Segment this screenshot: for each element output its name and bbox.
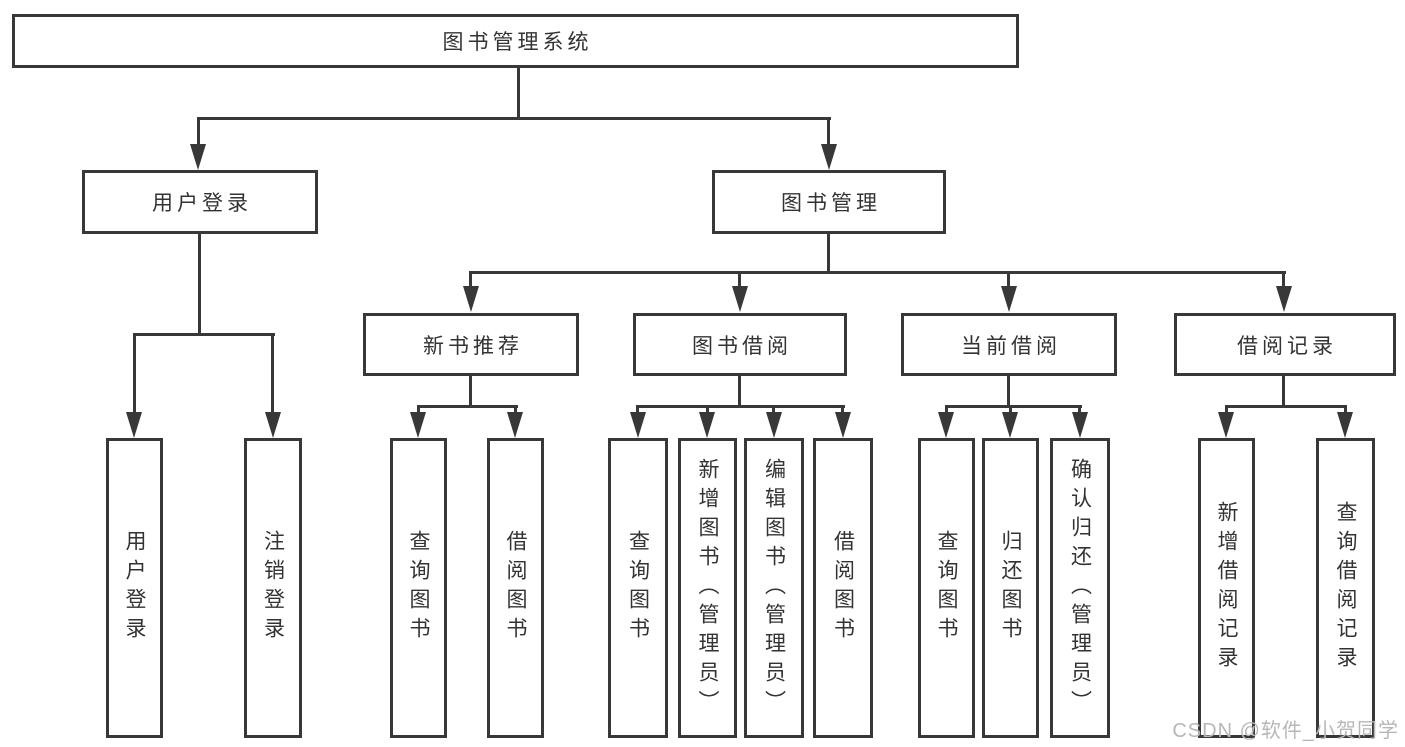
leaf-logout: 注销登录 <box>244 438 302 738</box>
connector-line <box>1007 273 1010 287</box>
node-label: 图书借阅 <box>692 334 792 358</box>
connector-line <box>271 335 274 413</box>
connector-line <box>841 407 844 413</box>
node-current-borrowing: 当前借阅 <box>901 313 1117 376</box>
connector-line <box>772 407 775 413</box>
arrow-down-icon <box>1001 286 1017 312</box>
connector-line <box>417 405 518 408</box>
node-library-system: 图书管理系统 <box>12 14 1019 68</box>
node-label: 查询图书 <box>407 530 430 646</box>
node-label: 查询借阅记录 <box>1334 501 1357 675</box>
node-label: 用户登录 <box>152 192 252 215</box>
connector-line <box>827 234 830 273</box>
arrow-down-icon <box>821 144 837 170</box>
connector-line <box>1007 376 1010 407</box>
arrow-down-icon <box>265 412 281 438</box>
connector-line <box>197 117 831 120</box>
connector-line <box>636 407 639 413</box>
arrow-down-icon <box>507 412 523 438</box>
connector-line <box>417 407 420 413</box>
node-label: 查询图书 <box>626 530 650 646</box>
arrow-down-icon <box>126 412 142 438</box>
node-label: 新书推荐 <box>423 334 523 358</box>
leaf-return-books: 归还图书 <box>982 438 1039 738</box>
connector-line <box>738 376 741 407</box>
leaf-confirm-return-admin: 确认归还（管理员） <box>1050 438 1110 738</box>
connector-line <box>636 405 845 408</box>
arrow-down-icon <box>1337 412 1353 438</box>
connector-line <box>1282 376 1285 407</box>
leaf-query-books-recommend: 查询图书 <box>390 438 447 738</box>
connector-line <box>514 407 517 413</box>
connector-line <box>133 333 275 336</box>
arrow-down-icon <box>1072 412 1088 438</box>
connector-line <box>517 68 520 119</box>
connector-line <box>945 407 948 413</box>
arrow-down-icon <box>699 412 715 438</box>
connector-line <box>133 335 136 413</box>
node-borrowing-records: 借阅记录 <box>1174 313 1396 376</box>
node-new-book-recommendation: 新书推荐 <box>363 313 579 376</box>
leaf-query-borrow-record: 查询借阅记录 <box>1316 438 1375 738</box>
arrow-down-icon <box>1276 286 1292 312</box>
connector-line <box>706 407 709 413</box>
arrow-down-icon <box>938 412 954 438</box>
arrow-down-icon <box>190 144 206 170</box>
node-label: 归还图书 <box>999 530 1022 646</box>
node-label: 编辑图书（管理员） <box>762 457 786 719</box>
connector-line <box>469 271 1286 274</box>
leaf-query-books-borrowing: 查询图书 <box>608 438 668 738</box>
node-label: 新增图书（管理员） <box>696 457 719 719</box>
node-label: 查询图书 <box>935 530 958 646</box>
connector-line <box>738 273 741 287</box>
leaf-borrow-books-borrowing: 借阅图书 <box>813 438 873 738</box>
leaf-add-borrow-record: 新增借阅记录 <box>1198 438 1255 738</box>
node-label: 用户登录 <box>123 530 146 646</box>
connector-line <box>469 273 472 287</box>
node-label: 图书管理系统 <box>442 31 593 54</box>
arrow-down-icon <box>463 286 479 312</box>
node-label: 借阅图书 <box>831 530 855 646</box>
connector-line <box>1344 407 1347 413</box>
node-label: 图书管理 <box>781 192 881 215</box>
arrow-down-icon <box>1002 412 1018 438</box>
arrow-down-icon <box>732 286 748 312</box>
leaf-edit-books-admin: 编辑图书（管理员） <box>744 438 804 738</box>
connector-line <box>469 376 472 407</box>
leaf-add-books-admin: 新增图书（管理员） <box>678 438 737 738</box>
connector-line <box>1225 407 1228 413</box>
arrow-down-icon <box>630 412 646 438</box>
connector-line <box>198 234 201 335</box>
node-label: 借阅图书 <box>504 530 527 646</box>
node-label: 注销登录 <box>261 530 285 646</box>
connector-line <box>945 405 1082 408</box>
connector-line <box>1009 407 1012 413</box>
connector-line <box>1225 405 1347 408</box>
connector-line <box>1282 273 1285 287</box>
arrow-down-icon <box>1218 412 1234 438</box>
node-label: 新增借阅记录 <box>1215 501 1238 675</box>
node-label: 确认归还（管理员） <box>1068 457 1092 719</box>
arrow-down-icon <box>766 412 782 438</box>
connector-line <box>827 119 830 145</box>
connector-line <box>197 119 200 145</box>
connector-line <box>1078 407 1081 413</box>
leaf-borrow-books-recommend: 借阅图书 <box>487 438 544 738</box>
watermark-text: CSDN @软件_小贺同学 <box>1172 720 1399 742</box>
arrow-down-icon <box>410 412 426 438</box>
node-book-management: 图书管理 <box>712 170 946 234</box>
node-label: 借阅记录 <box>1237 334 1337 358</box>
arrow-down-icon <box>835 412 851 438</box>
leaf-query-books-current: 查询图书 <box>918 438 975 738</box>
node-user-login: 用户登录 <box>82 170 318 234</box>
node-book-borrowing: 图书借阅 <box>633 313 847 376</box>
node-label: 当前借阅 <box>961 334 1061 358</box>
leaf-user-login: 用户登录 <box>106 438 163 738</box>
